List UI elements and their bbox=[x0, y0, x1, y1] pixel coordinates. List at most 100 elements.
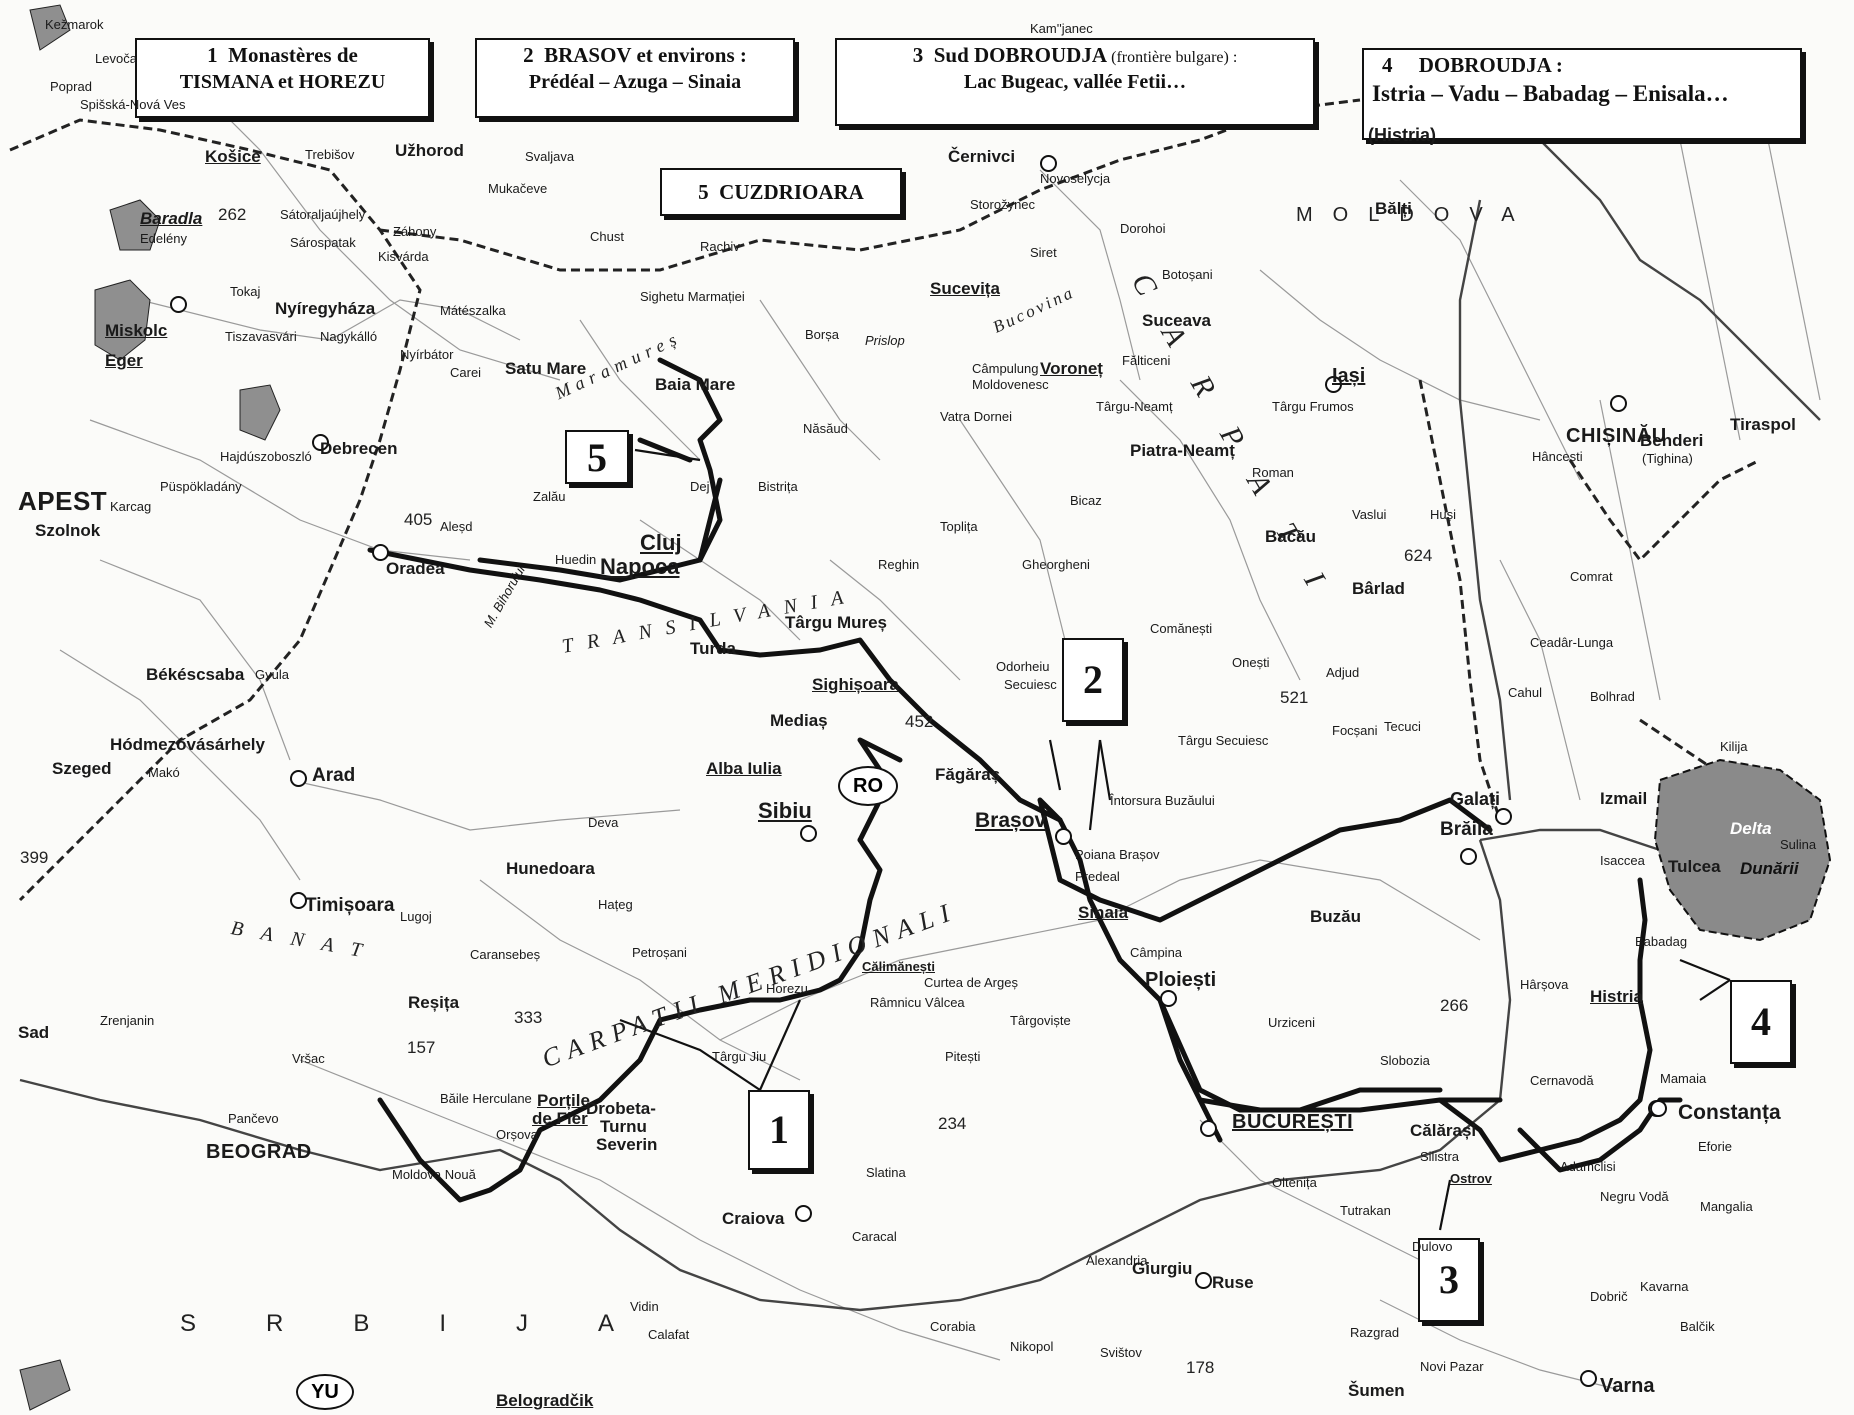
place-label: Arad bbox=[312, 765, 356, 786]
place-label: Bolhrad bbox=[1590, 689, 1635, 704]
place-label: Hódmezővásárhely bbox=[110, 735, 265, 754]
place-label: Bistrița bbox=[758, 479, 798, 494]
legend-2-number: 2 bbox=[523, 43, 534, 67]
city-dot bbox=[290, 770, 307, 787]
place-label: Spišská-Nová Ves bbox=[80, 97, 186, 112]
place-label: Ploiești bbox=[1145, 969, 1217, 991]
route-marker-4[interactable]: 4 bbox=[1730, 980, 1792, 1064]
place-label: Kisvárda bbox=[378, 249, 429, 264]
place-label: Gheorgheni bbox=[1022, 557, 1090, 572]
place-label: Tulcea bbox=[1668, 857, 1721, 876]
place-label: Balčik bbox=[1680, 1319, 1715, 1334]
place-label: Babadag bbox=[1635, 934, 1688, 949]
place-label: Bârlad bbox=[1352, 579, 1405, 598]
map-number: 178 bbox=[1186, 1358, 1215, 1377]
place-label: Záhony bbox=[393, 224, 437, 239]
place-label: Dunării bbox=[1740, 859, 1799, 878]
place-label: Poiana Brașov bbox=[1075, 847, 1160, 862]
place-label: Mamaia bbox=[1660, 1071, 1707, 1086]
place-label: Constanța bbox=[1678, 1101, 1781, 1124]
place-label: Miskolc bbox=[105, 321, 168, 340]
place-label: Râmnicu Vâlcea bbox=[870, 995, 965, 1010]
place-label: Ostrov bbox=[1450, 1171, 1492, 1186]
place-label: Petroșani bbox=[632, 945, 687, 960]
place-label: Pitești bbox=[945, 1049, 981, 1064]
place-label: Tokaj bbox=[230, 284, 261, 299]
legend-box-1: 1 Monastères de TISMANA et HOREZU bbox=[135, 38, 430, 118]
place-label: Dej bbox=[690, 479, 710, 494]
legend-box-2: 2 BRASOV et environs : Prédéal – Azuga –… bbox=[475, 38, 795, 118]
route-marker-5[interactable]: 5 bbox=[565, 430, 629, 484]
legend-3-line2: Lac Bugeac, vallée Fetii… bbox=[963, 71, 1187, 94]
place-label: Slatina bbox=[866, 1165, 906, 1180]
place-label: Vršac bbox=[292, 1051, 325, 1066]
place-label: Drobeta- bbox=[586, 1099, 656, 1118]
place-label: Borșa bbox=[805, 327, 839, 342]
place-label: Adjud bbox=[1326, 665, 1360, 680]
place-label: Botoșani bbox=[1162, 267, 1213, 282]
place-label: Baia Mare bbox=[655, 375, 736, 394]
border-lines bbox=[9, 98, 1801, 902]
city-dot bbox=[1495, 808, 1512, 825]
place-label: Mangalia bbox=[1700, 1199, 1753, 1214]
place-label: Sucevița bbox=[930, 279, 1000, 298]
place-label: Svištov bbox=[1100, 1345, 1142, 1360]
place-label: Tiraspol bbox=[1730, 415, 1796, 434]
place-label: Roman bbox=[1252, 465, 1294, 480]
route-marker-3[interactable]: 3 bbox=[1418, 1238, 1480, 1322]
place-label: Razgrad bbox=[1350, 1325, 1400, 1340]
place-label: Košice bbox=[205, 147, 261, 166]
map-number: 452 bbox=[905, 712, 934, 731]
city-dot bbox=[1195, 1272, 1212, 1289]
place-label: Secuiesc bbox=[1004, 677, 1057, 692]
place-label: Sibiu bbox=[758, 798, 812, 823]
place-label: Negru Vodă bbox=[1600, 1189, 1669, 1204]
place-label: Huși bbox=[1430, 507, 1457, 522]
place-label: Moldovenesc bbox=[972, 377, 1049, 392]
place-label: Makó bbox=[148, 765, 180, 780]
ro-badge: RO bbox=[838, 766, 898, 806]
place-label: Sulina bbox=[1780, 837, 1817, 852]
place-label: Tecuci bbox=[1384, 719, 1421, 734]
route-marker-1[interactable]: 1 bbox=[748, 1090, 810, 1170]
place-label: Suceava bbox=[1142, 311, 1211, 330]
place-label: Vaslui bbox=[1352, 507, 1387, 522]
place-label: Timișoara bbox=[305, 895, 395, 916]
city-dot bbox=[170, 296, 187, 313]
place-label: Huedin bbox=[555, 552, 597, 567]
city-dot bbox=[1460, 848, 1477, 865]
place-label: Giurgiu bbox=[1132, 1259, 1193, 1278]
place-label: Tutrakan bbox=[1340, 1203, 1391, 1218]
place-label: Turnu bbox=[600, 1117, 647, 1136]
place-label: Călimănești bbox=[862, 959, 935, 974]
place-label: Püspökladány bbox=[160, 479, 242, 494]
place-label: Zalău bbox=[533, 489, 566, 504]
city-dot bbox=[1055, 828, 1072, 845]
place-label: Mukačeve bbox=[488, 181, 548, 196]
place-label: Deva bbox=[588, 815, 619, 830]
place-label: Hâncești bbox=[1532, 449, 1583, 464]
place-label: Focșani bbox=[1332, 723, 1378, 738]
place-label: Nagykálló bbox=[320, 329, 378, 344]
region-moldova: MOLDOVA bbox=[1296, 204, 1535, 226]
map-number: 234 bbox=[938, 1114, 967, 1133]
place-label: Satu Mare bbox=[505, 359, 587, 378]
place-label: Szolnok bbox=[35, 521, 101, 540]
map-number: 399 bbox=[20, 848, 49, 867]
place-label: Lugoj bbox=[400, 909, 432, 924]
place-label: Mediaș bbox=[770, 711, 828, 730]
place-label: Kavarna bbox=[1640, 1279, 1689, 1294]
place-label: Sad bbox=[18, 1023, 50, 1042]
city-dot bbox=[1200, 1120, 1217, 1137]
map-number: 624 bbox=[1404, 546, 1433, 565]
legend-2-line2: Prédéal – Azuga – Sinaia bbox=[528, 71, 742, 94]
place-label: Kilija bbox=[1720, 739, 1748, 754]
place-label: Hajdúszoboszló bbox=[220, 449, 312, 464]
place-label: Isaccea bbox=[1600, 853, 1645, 868]
place-label: Întorsura Buzăului bbox=[1110, 793, 1215, 808]
route-marker-2[interactable]: 2 bbox=[1062, 638, 1124, 722]
place-label: Tiszavasvári bbox=[225, 329, 297, 344]
place-label: Histria bbox=[1590, 987, 1643, 1006]
